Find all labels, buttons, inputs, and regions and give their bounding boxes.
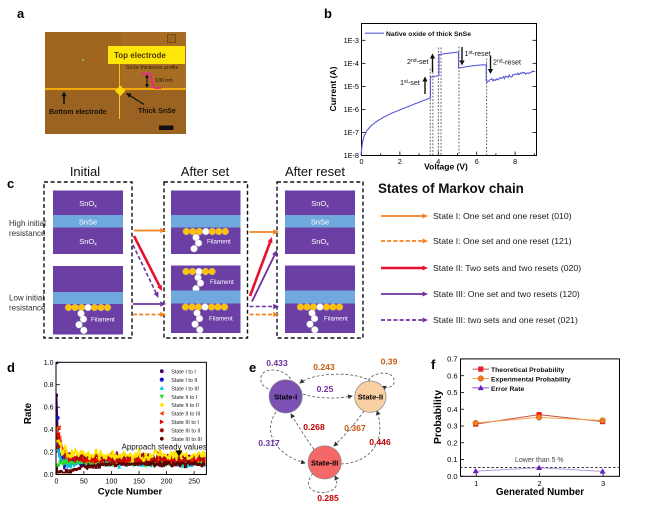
svg-text:Voltage (V): Voltage (V) [424,162,468,172]
svg-text:Filament: Filament [207,239,231,246]
svg-text:100: 100 [106,479,118,486]
svg-text:State III to II: State III to II [171,429,200,435]
svg-text:State I: One set and one reset: State I: One set and one reset (010) [433,211,572,221]
svg-text:SnOx: SnOx [79,199,97,210]
svg-text:0.268: 0.268 [303,422,325,432]
svg-text:State-II: State-II [358,393,383,402]
svg-text:State III to III: State III to III [171,437,202,443]
svg-text:0: 0 [54,479,58,486]
svg-text:0.2: 0.2 [44,450,54,457]
svg-text:0.1: 0.1 [447,455,457,464]
svg-text:Filament: Filament [210,279,234,286]
svg-text:State III to I: State III to I [171,420,199,426]
svg-text:50: 50 [80,479,88,486]
svg-text:1st-reset: 1st-reset [465,49,491,58]
svg-text:State II to III: State II to III [171,412,200,418]
svg-text:Probability: Probability [432,390,444,444]
svg-text:0.433: 0.433 [266,358,288,368]
svg-text:0.25: 0.25 [317,384,334,394]
svg-text:1E-6: 1E-6 [344,105,359,114]
svg-text:0.7: 0.7 [447,355,457,364]
svg-text:Native oxide of thick SnSe: Native oxide of thick SnSe [386,31,471,38]
svg-text:1E-3: 1E-3 [344,36,359,45]
svg-text:Low initial: Low initial [9,294,44,303]
svg-text:0.446: 0.446 [369,437,391,447]
svg-text:State II to I: State II to I [171,395,197,401]
svg-text:0.317: 0.317 [258,438,280,448]
svg-text:0.39: 0.39 [381,357,398,367]
svg-text:resistance: resistance [9,229,46,238]
svg-text:State III: One set and two res: State III: One set and two resets (120) [433,289,580,299]
svg-text:State I to I: State I to I [171,369,196,375]
svg-text:0.3: 0.3 [447,422,457,431]
svg-text:After reset: After reset [285,164,345,179]
svg-text:3: 3 [601,479,605,488]
svg-text:1: 1 [474,479,478,488]
svg-text:Approach steady values: Approach steady values [122,443,207,452]
svg-text:1E-5: 1E-5 [344,82,359,91]
svg-text:0.243: 0.243 [313,362,335,372]
svg-text:State-III: State-III [311,458,338,467]
svg-text:State I to III: State I to III [171,386,199,392]
svg-text:150: 150 [133,479,145,486]
svg-text:1E-4: 1E-4 [344,59,359,68]
svg-text:200: 200 [161,479,173,486]
svg-text:0.8: 0.8 [44,382,54,389]
svg-text:8: 8 [513,157,517,166]
svg-text:Experimental Probability: Experimental Probability [491,376,571,383]
svg-text:0.4: 0.4 [44,427,54,434]
svg-text:SnSe: SnSe [79,218,97,227]
svg-text:Lower than 5 %: Lower than 5 % [515,457,564,464]
svg-text:0.285: 0.285 [317,493,339,503]
svg-text:0.2: 0.2 [447,438,457,447]
svg-text:SnOx: SnOx [311,199,329,210]
svg-text:Error Rate: Error Rate [491,386,524,393]
svg-text:SnOx: SnOx [311,237,329,248]
svg-text:Filament: Filament [324,316,348,323]
svg-text:resistance: resistance [9,304,46,313]
svg-text:0.5: 0.5 [447,388,457,397]
svg-text:State II: Two sets and two res: State II: Two sets and two resets (020) [433,263,581,273]
svg-text:0: 0 [360,157,364,166]
svg-text:States of Markov chain: States of Markov chain [378,181,524,196]
svg-text:Filament: Filament [91,317,115,324]
svg-text:Generated Number: Generated Number [496,487,584,498]
svg-text:State I to II: State I to II [171,378,197,384]
svg-text:Current (A): Current (A) [328,66,338,111]
svg-text:High initial: High initial [9,219,46,228]
svg-text:SnOx: SnOx [79,237,97,248]
svg-text:0.367: 0.367 [344,423,366,433]
svg-text:State-I: State-I [274,392,297,401]
svg-text:1.0: 1.0 [44,360,54,367]
svg-text:Theoretical Probability: Theoretical Probability [491,367,564,374]
svg-text:2: 2 [538,479,542,488]
svg-text:Initial: Initial [70,164,100,179]
svg-text:2: 2 [398,157,402,166]
svg-text:0.6: 0.6 [447,371,457,380]
svg-text:0.0: 0.0 [44,472,54,479]
svg-text:0.4: 0.4 [447,405,457,414]
svg-text:Rate: Rate [23,402,34,424]
svg-text:1E-7: 1E-7 [344,128,359,137]
svg-text:2nd-set: 2nd-set [407,57,429,66]
svg-text:After set: After set [181,164,230,179]
svg-text:250: 250 [188,479,200,486]
svg-text:0.6: 0.6 [44,405,54,412]
svg-text:State III: two sets and one re: State III: two sets and one reset (021) [433,315,578,325]
svg-text:1st-set: 1st-set [400,78,420,87]
svg-text:State I: One set and one reset: State I: One set and one reset (121) [433,236,572,246]
svg-text:State II to II: State II to II [171,403,199,409]
svg-text:SnSe: SnSe [311,218,329,227]
svg-text:Cycle Number: Cycle Number [98,487,163,498]
svg-text:2nd-reset: 2nd-reset [493,58,521,67]
svg-text:6: 6 [475,157,479,166]
svg-text:0.0: 0.0 [447,472,457,481]
svg-text:1E-8: 1E-8 [344,151,359,160]
svg-text:4: 4 [436,157,440,166]
svg-text:Filament: Filament [209,316,233,323]
